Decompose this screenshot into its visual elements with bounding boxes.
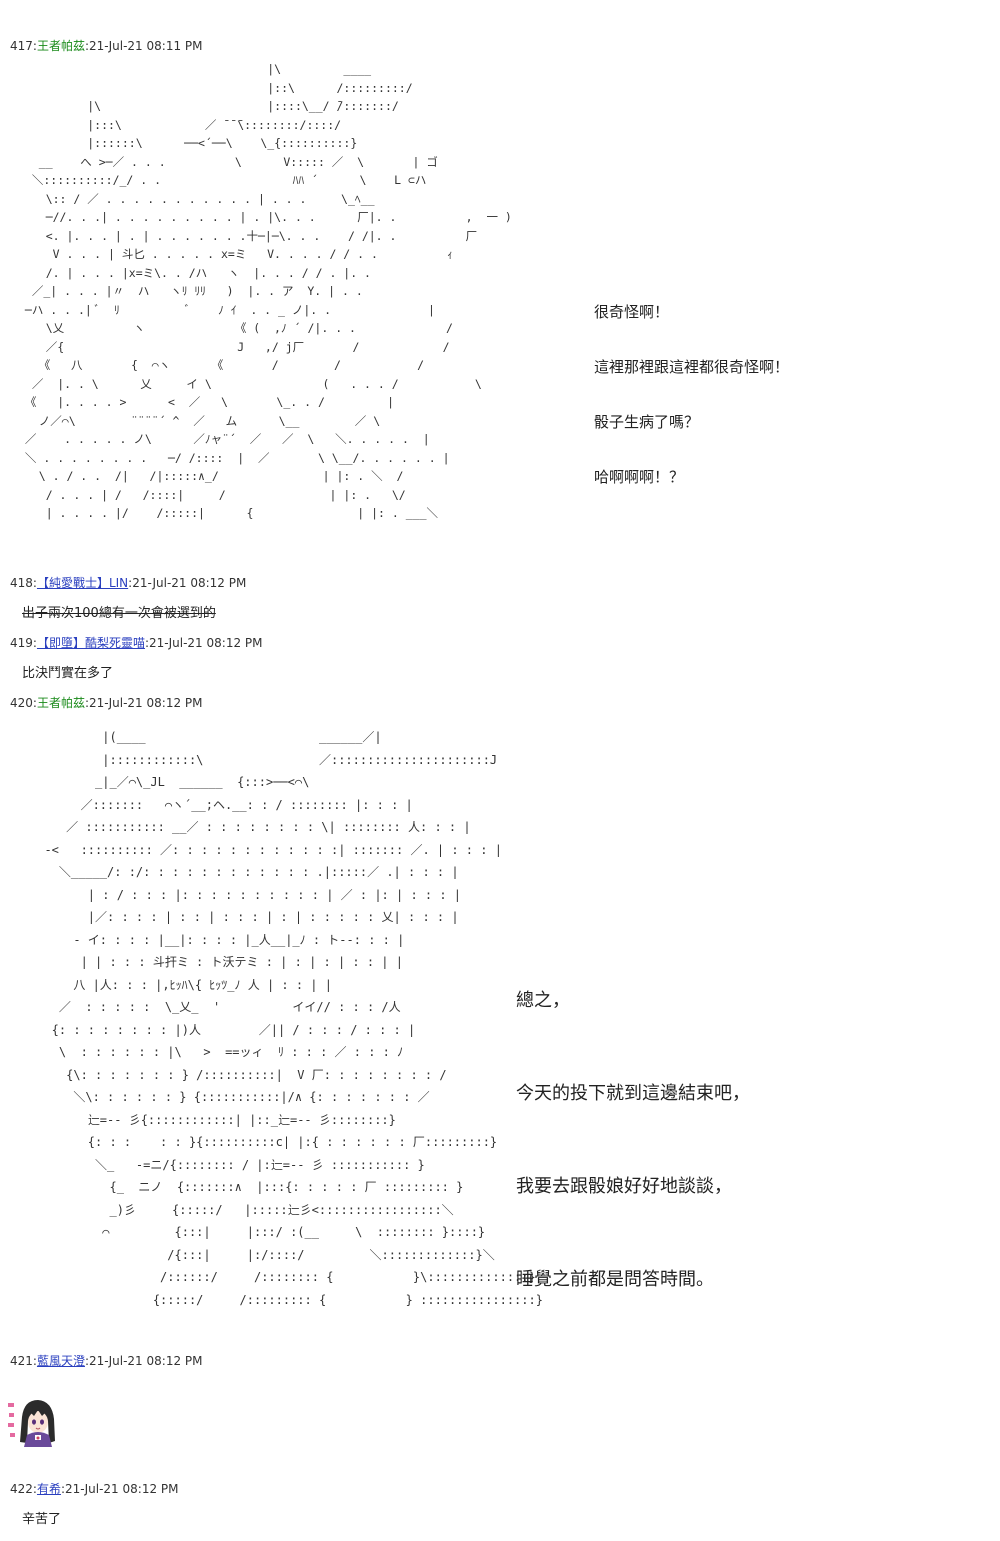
post-body-418: 出子兩次100總有一次會被選到的 bbox=[22, 606, 216, 621]
post-header-422: 422:有希:21-Jul-21 08:12 PM bbox=[10, 1482, 179, 1496]
dialog-line: 哈啊啊啊！？ bbox=[594, 468, 685, 486]
post-number: 422 bbox=[10, 1482, 33, 1496]
post-time: 21-Jul-21 08:12 PM bbox=[89, 1354, 203, 1368]
poster-name-link[interactable]: 有希 bbox=[36, 1482, 61, 1496]
post-body-422: 辛苦了 bbox=[22, 1512, 62, 1527]
post-body-419: 比決鬥實在多了 bbox=[22, 666, 114, 681]
poster-name-link[interactable]: 【即墮】酷梨死靈喵 bbox=[36, 636, 145, 650]
dialog-line: 今天的投下就到這邊結束吧， bbox=[516, 1083, 750, 1104]
post-header-421: 421:藍風天澄:21-Jul-21 08:12 PM bbox=[10, 1354, 203, 1368]
dialog-line: 睡覺之前都是問答時間。 bbox=[516, 1269, 714, 1290]
dialog-line: 這裡那裡跟這裡都很奇怪啊！ bbox=[594, 358, 790, 376]
post-time: 21-Jul-21 08:12 PM bbox=[65, 1482, 179, 1496]
post-header-418: 418:【純愛戰士】LIN:21-Jul-21 08:12 PM bbox=[10, 576, 247, 590]
poster-name: 王者帕茲 bbox=[36, 696, 85, 710]
post-header-419: 419:【即墮】酷梨死靈喵:21-Jul-21 08:12 PM bbox=[10, 636, 263, 650]
post-header-417: 417:王者帕茲:21-Jul-21 08:11 PM bbox=[10, 39, 203, 53]
post-number: 421 bbox=[10, 1354, 33, 1368]
ascii-art-417: |\ ____ |::\ /:::::::::/ |\ |::::\__/ ̄/… bbox=[24, 62, 512, 520]
post-time: 21-Jul-21 08:12 PM bbox=[149, 636, 263, 650]
post-time: 21-Jul-21 08:12 PM bbox=[132, 576, 247, 590]
ascii-art-420: |(____ ______／| |::::::::::::\ ／::::::::… bbox=[44, 730, 543, 1307]
dialog-line: 很奇怪啊！ bbox=[594, 303, 670, 321]
poster-name-link[interactable]: 藍風天澄 bbox=[36, 1354, 85, 1368]
post-number: 419 bbox=[10, 636, 33, 650]
post-number: 417 bbox=[10, 39, 33, 53]
post-time: 21-Jul-21 08:12 PM bbox=[89, 696, 203, 710]
dialog-line: 總之， bbox=[516, 990, 570, 1011]
poster-name: 王者帕茲 bbox=[36, 39, 85, 53]
dialog-line: 我要去跟骰娘好好地談談， bbox=[516, 1176, 732, 1197]
poster-name-link[interactable]: 【純愛戰士】LIN bbox=[36, 576, 129, 590]
post-header-420: 420:王者帕茲:21-Jul-21 08:12 PM bbox=[10, 696, 203, 710]
post-number: 420 bbox=[10, 696, 33, 710]
dialog-line: 骰子生病了嗎？ bbox=[594, 413, 700, 431]
anime-girl-avatar-icon bbox=[8, 1397, 58, 1447]
post-number: 418 bbox=[10, 576, 33, 590]
post-time: 21-Jul-21 08:11 PM bbox=[89, 39, 203, 53]
